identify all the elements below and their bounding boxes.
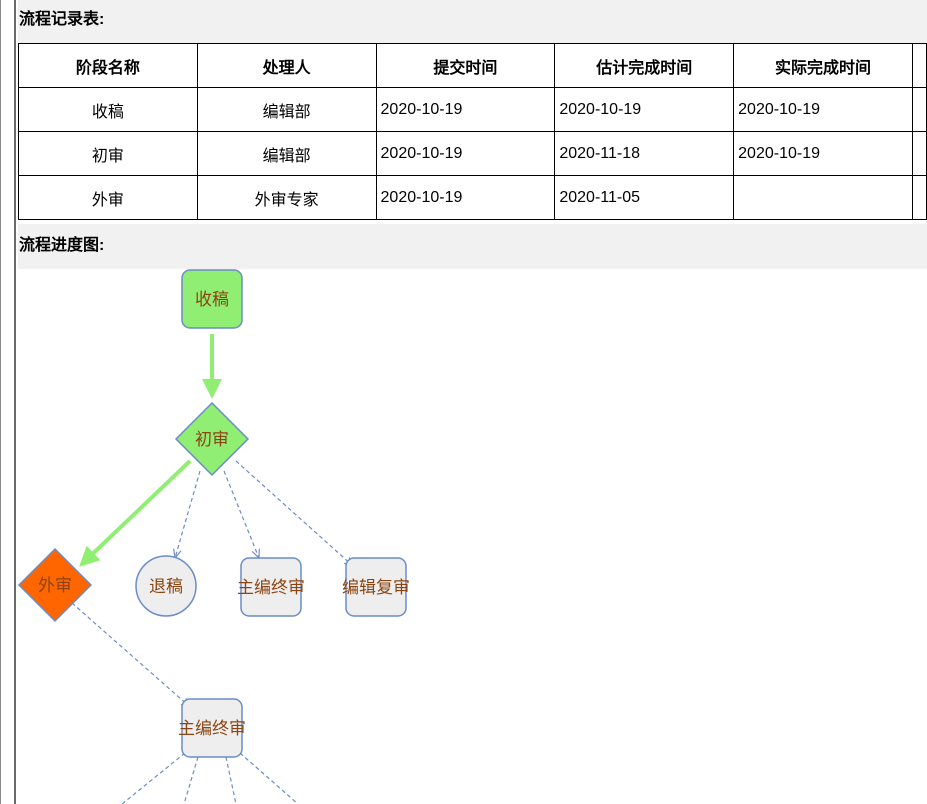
- flow-node-shape: [135, 555, 197, 617]
- edge-n2-to-n5: [223, 470, 259, 558]
- flow-node-label: 主编终审: [237, 578, 305, 597]
- flow-node-shape: [17, 547, 93, 623]
- cell-submit: 2020-10-19: [375, 175, 556, 220]
- flow-node-n5: 主编终审: [237, 557, 305, 617]
- flow-progress-diagram: 收稿初审外审退稿主编终审编辑复审主编终审: [17, 269, 410, 804]
- cell-estimate: 2020-11-18: [554, 131, 735, 176]
- cell-handler: 编辑部: [196, 87, 377, 132]
- flow-node-n3: 外审: [17, 547, 93, 623]
- flow-node-shape: [181, 269, 243, 329]
- cell-stage: 初审: [18, 131, 198, 176]
- cell-estimate: 2020-11-05: [554, 175, 735, 220]
- edge-n2-to-n3: [79, 459, 192, 567]
- record-table-title: 流程记录表:: [18, 0, 927, 43]
- flow-node-n6: 编辑复审: [342, 557, 410, 617]
- progress-chart-title: 流程进度图:: [18, 224, 927, 269]
- flow-node-label: 主编终审: [178, 719, 246, 738]
- flow-node-n1: 收稿: [181, 269, 243, 329]
- cell-submit: 2020-10-19: [375, 131, 556, 176]
- flow-node-shape: [174, 401, 250, 477]
- header-extra: [911, 43, 927, 88]
- flow-node-label: 外审: [38, 576, 72, 595]
- window-left-border: [0, 0, 1, 804]
- table-row: 收稿 编辑部 2020-10-19 2020-10-19 2020-10-19: [18, 87, 927, 132]
- cell-handler: 外审专家: [196, 175, 377, 220]
- flow-node-shape: [240, 557, 302, 617]
- table-row: 外审 外审专家 2020-10-19 2020-11-05: [18, 175, 927, 220]
- flow-node-n4: 退稿: [135, 555, 197, 617]
- table-header-row: 阶段名称 处理人 提交时间 估计完成时间 实际完成时间: [18, 43, 927, 88]
- flow-node-n2: 初审: [174, 401, 250, 477]
- flow-node-label: 初审: [195, 430, 229, 449]
- header-estimated-finish: 估计完成时间: [554, 43, 735, 88]
- cell-extra: [911, 131, 927, 176]
- flow-node-label: 退稿: [149, 577, 183, 596]
- header-handler: 处理人: [196, 43, 377, 88]
- edge-n2-to-n4: [175, 470, 201, 558]
- cell-extra: [911, 175, 927, 220]
- header-submit-time: 提交时间: [375, 43, 556, 88]
- cell-submit: 2020-10-19: [375, 87, 556, 132]
- cell-actual: 2020-10-19: [733, 87, 913, 132]
- flow-node-label: 收稿: [195, 290, 229, 309]
- header-stage-name: 阶段名称: [18, 43, 198, 88]
- flow-node-shape: [345, 557, 407, 617]
- edge-n3-to-n7: [71, 602, 190, 707]
- table-row: 初审 编辑部 2020-10-19 2020-11-18 2020-10-19: [18, 131, 927, 176]
- frame-left-border: [14, 0, 16, 804]
- cell-estimate: 2020-10-19: [554, 87, 735, 132]
- trailing-edges: [121, 752, 299, 804]
- cell-extra: [911, 87, 927, 132]
- header-actual-finish: 实际完成时间: [733, 43, 913, 88]
- flow-node-shape: [181, 698, 243, 758]
- cell-stage: 外审: [18, 175, 198, 220]
- record-table: 阶段名称 处理人 提交时间 估计完成时间 实际完成时间 收稿 编辑部 2020-…: [18, 43, 927, 220]
- flow-node-n7: 主编终审: [178, 698, 246, 758]
- cell-actual: 2020-10-19: [733, 131, 913, 176]
- edge-n2-to-n6: [235, 460, 353, 566]
- cell-handler: 编辑部: [196, 131, 377, 176]
- cell-stage: 收稿: [18, 87, 198, 132]
- flow-node-label: 编辑复审: [342, 578, 410, 597]
- cell-actual: [733, 175, 913, 220]
